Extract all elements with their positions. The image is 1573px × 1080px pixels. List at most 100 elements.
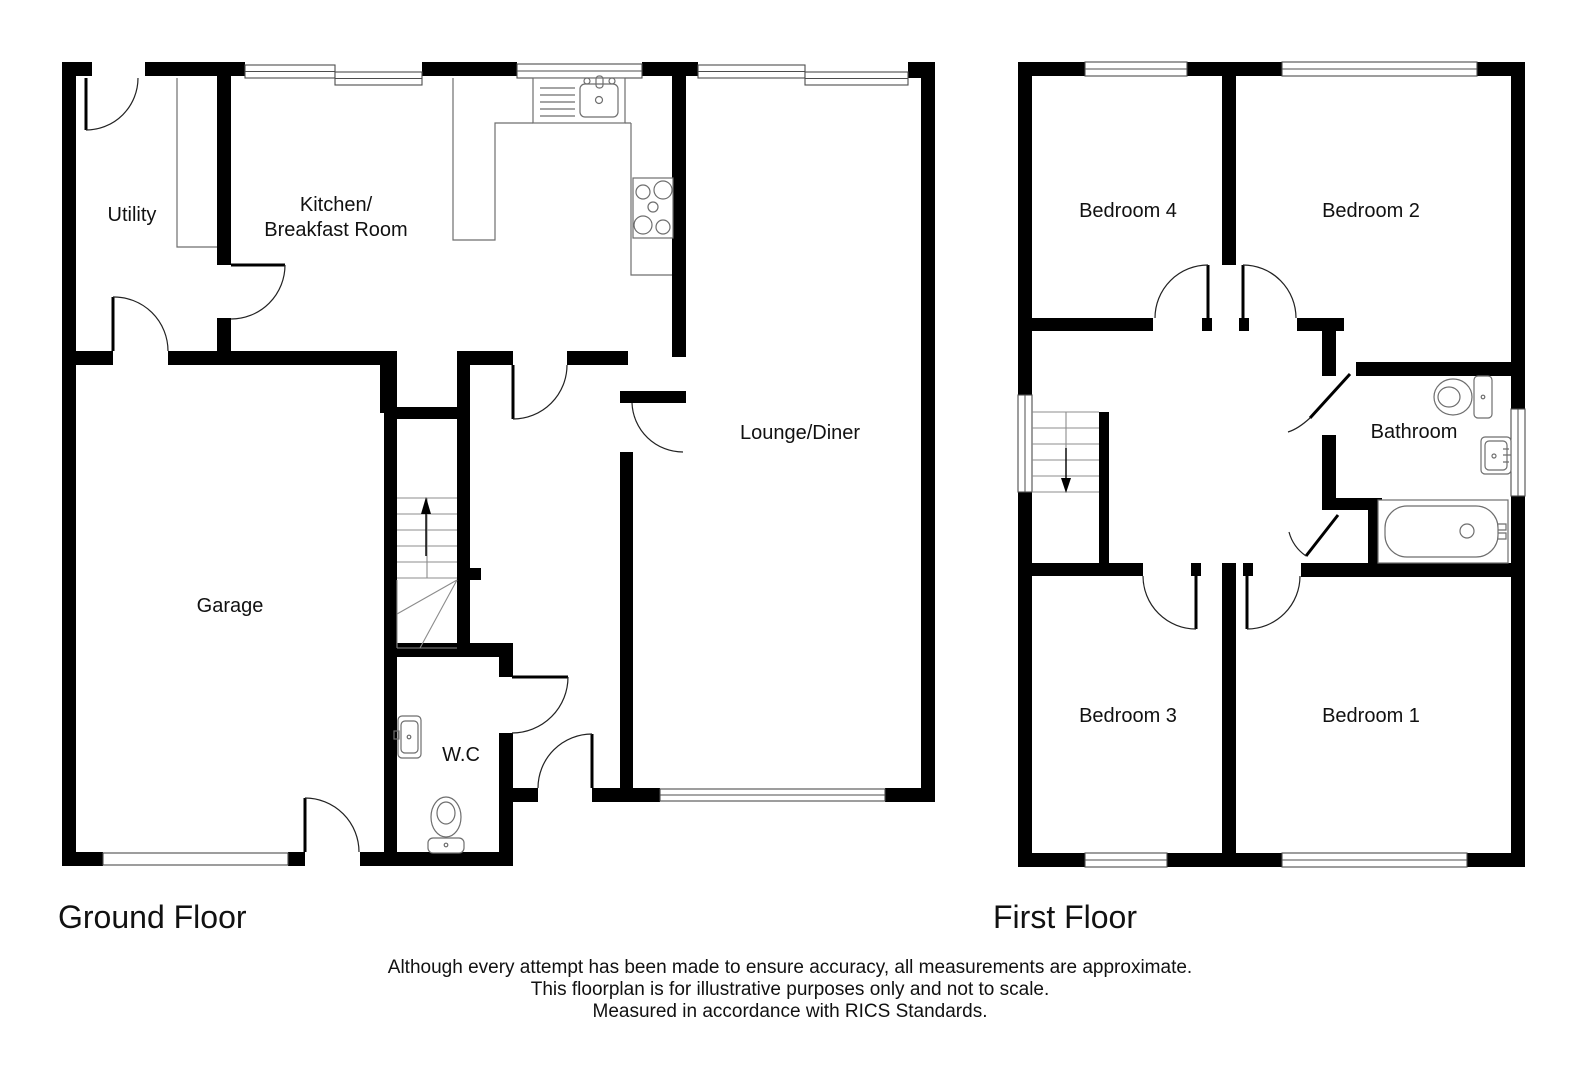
room-label-wc: W.C bbox=[442, 744, 480, 766]
ground-floor-windows bbox=[102, 63, 909, 866]
door-arc bbox=[230, 264, 286, 320]
door-kitchen-to-hall bbox=[511, 364, 568, 420]
stairs-down-arrow bbox=[1061, 478, 1071, 493]
room-label-bedroom4: Bedroom 4 bbox=[1079, 200, 1177, 222]
door-arc bbox=[1242, 264, 1297, 319]
bath-taps bbox=[1498, 523, 1507, 540]
door-arc bbox=[1246, 575, 1301, 630]
room-label-kitchen-line2: Breakfast Room bbox=[264, 219, 407, 241]
disclaimer: Although every attempt has been made to … bbox=[388, 957, 1192, 1022]
door-arc bbox=[85, 77, 139, 131]
stair-treads bbox=[396, 497, 458, 649]
sink-spout bbox=[595, 75, 604, 89]
door-arc bbox=[304, 797, 360, 853]
kitchen-sink bbox=[532, 75, 626, 124]
door-bedroom1 bbox=[1245, 575, 1301, 630]
door-arc bbox=[631, 402, 684, 453]
door-leaf bbox=[1308, 372, 1352, 420]
door-hall-to-lounge bbox=[631, 402, 684, 453]
kitchen-counter bbox=[452, 78, 672, 276]
ground-floor-walls bbox=[62, 62, 935, 866]
basin-tap bbox=[393, 730, 400, 740]
first-floor-plan: Bedroom 4 Bedroom 2 Bathroom Bedroom 3 B… bbox=[1017, 61, 1526, 868]
door-bedroom3 bbox=[1142, 575, 1198, 630]
toilet bbox=[427, 796, 465, 854]
hob-burner bbox=[647, 201, 659, 213]
bathtub bbox=[1377, 499, 1509, 564]
basin-taps bbox=[1503, 448, 1511, 463]
toilet-cistern bbox=[427, 837, 465, 854]
door-wc bbox=[511, 675, 569, 734]
basin-inner bbox=[400, 720, 419, 754]
room-label-garage: Garage bbox=[197, 595, 264, 617]
disclaimer-line-3: Measured in accordance with RICS Standar… bbox=[593, 1001, 988, 1022]
room-label-bedroom1: Bedroom 1 bbox=[1322, 705, 1420, 727]
sink-tap bbox=[608, 77, 616, 85]
wash-basin bbox=[393, 715, 422, 759]
staircase-first bbox=[1032, 411, 1099, 493]
toilet-bowl-inner bbox=[1437, 386, 1461, 408]
bathroom-fixtures bbox=[1377, 375, 1512, 564]
sink-drainer bbox=[540, 87, 575, 117]
door-arc bbox=[112, 296, 169, 352]
door-arc bbox=[1154, 264, 1209, 319]
room-label-kitchen-line1: Kitchen/ bbox=[300, 194, 373, 216]
utility-counter bbox=[176, 78, 217, 248]
hob-burner bbox=[633, 215, 653, 235]
door-bedroom4 bbox=[1154, 264, 1210, 319]
disclaimer-line-2: This floorplan is for illustrative purpo… bbox=[531, 979, 1050, 1000]
stairs-up-arrow bbox=[421, 497, 431, 514]
wash-basin bbox=[1480, 436, 1512, 475]
toilet-button bbox=[443, 842, 449, 848]
staircase-ground bbox=[396, 497, 458, 649]
door-arc bbox=[537, 733, 593, 789]
ground-floor-doors bbox=[84, 77, 684, 853]
hob-burner bbox=[653, 180, 673, 200]
door-garage-rear bbox=[303, 797, 360, 853]
basin-drain bbox=[1491, 453, 1497, 459]
door-arc bbox=[511, 676, 569, 734]
kitchen-fixtures bbox=[176, 75, 674, 276]
garage-door-opening bbox=[102, 852, 289, 866]
door-arc bbox=[1142, 575, 1197, 630]
hob-burner bbox=[635, 184, 651, 200]
room-label-bedroom3: Bedroom 3 bbox=[1079, 705, 1177, 727]
ground-floor-plan: Utility Kitchen/ Breakfast Room Lounge/D… bbox=[62, 62, 935, 866]
door-arc bbox=[1288, 531, 1307, 557]
room-label-lounge: Lounge/Diner bbox=[740, 422, 860, 444]
first-floor-windows bbox=[1017, 61, 1526, 868]
door-arc bbox=[1287, 417, 1311, 433]
toilet bbox=[1433, 375, 1493, 419]
toilet-cistern bbox=[1473, 375, 1493, 419]
door-airing-cupboard bbox=[1288, 514, 1340, 557]
basin-drain bbox=[406, 734, 412, 740]
hob-unit bbox=[632, 177, 674, 239]
sink-bowl bbox=[579, 83, 619, 118]
first-floor-walls bbox=[1018, 62, 1525, 867]
door-arc bbox=[512, 364, 568, 420]
hob-burner bbox=[655, 219, 671, 235]
door-bathroom bbox=[1287, 372, 1352, 433]
bath-drain bbox=[1459, 523, 1475, 539]
sink-drain bbox=[594, 95, 604, 105]
first-floor-doors bbox=[1142, 264, 1352, 630]
toilet-button bbox=[1480, 394, 1486, 400]
door-leaf bbox=[1304, 514, 1340, 557]
first-floor-title: First Floor bbox=[993, 899, 1137, 935]
room-label-bedroom2: Bedroom 2 bbox=[1322, 200, 1420, 222]
door-front-entrance-utility bbox=[84, 77, 139, 131]
door-bedroom2 bbox=[1241, 264, 1297, 319]
toilet-bowl-inner bbox=[436, 801, 456, 825]
door-front-lobby bbox=[537, 733, 594, 789]
door-utility-to-garage bbox=[111, 296, 169, 352]
room-label-bathroom: Bathroom bbox=[1371, 421, 1458, 443]
door-utility-to-kitchen bbox=[230, 263, 286, 320]
sink-tap bbox=[583, 77, 591, 85]
hob bbox=[632, 177, 674, 239]
wc-fixtures bbox=[393, 715, 465, 854]
room-label-utility: Utility bbox=[108, 204, 157, 226]
disclaimer-line-1: Although every attempt has been made to … bbox=[388, 957, 1192, 978]
bath-inner bbox=[1384, 505, 1499, 558]
